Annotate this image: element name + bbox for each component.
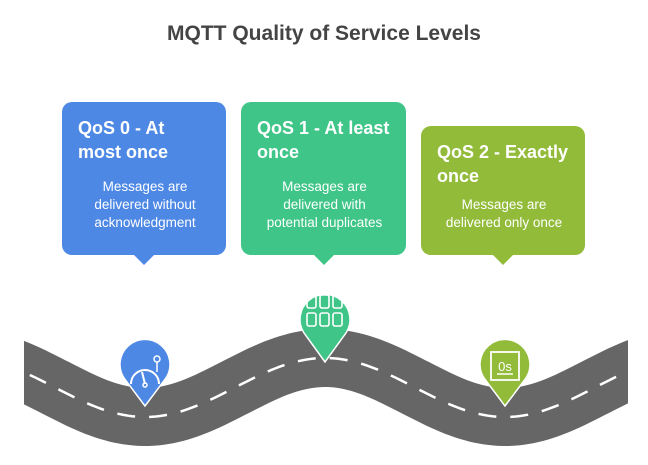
zero-seconds-icon: 0s bbox=[479, 338, 531, 408]
svg-text:0s: 0s bbox=[498, 359, 512, 374]
qos0-card: QoS 0 - At most once Messages are delive… bbox=[62, 102, 226, 265]
speedometer-icon bbox=[119, 338, 171, 408]
qos0-heading: QoS 0 - At most once bbox=[78, 118, 169, 162]
qos1-description: Messages are delivered with potential du… bbox=[266, 179, 383, 230]
qos0-description: Messages are delivered without acknowled… bbox=[94, 179, 196, 230]
qos1-heading: QoS 1 - At least once bbox=[257, 118, 390, 162]
qos1-card: QoS 1 - At least once Messages are deliv… bbox=[241, 102, 406, 265]
qos2-description: Messages are delivered only once bbox=[445, 197, 563, 230]
qos2-heading: QoS 2 - Exactly once bbox=[437, 142, 569, 186]
server-grid-icon bbox=[299, 293, 351, 364]
qos2-card: QoS 2 - Exactly once Messages are delive… bbox=[421, 126, 585, 265]
diagram-title: MQTT Quality of Service Levels bbox=[167, 22, 481, 45]
